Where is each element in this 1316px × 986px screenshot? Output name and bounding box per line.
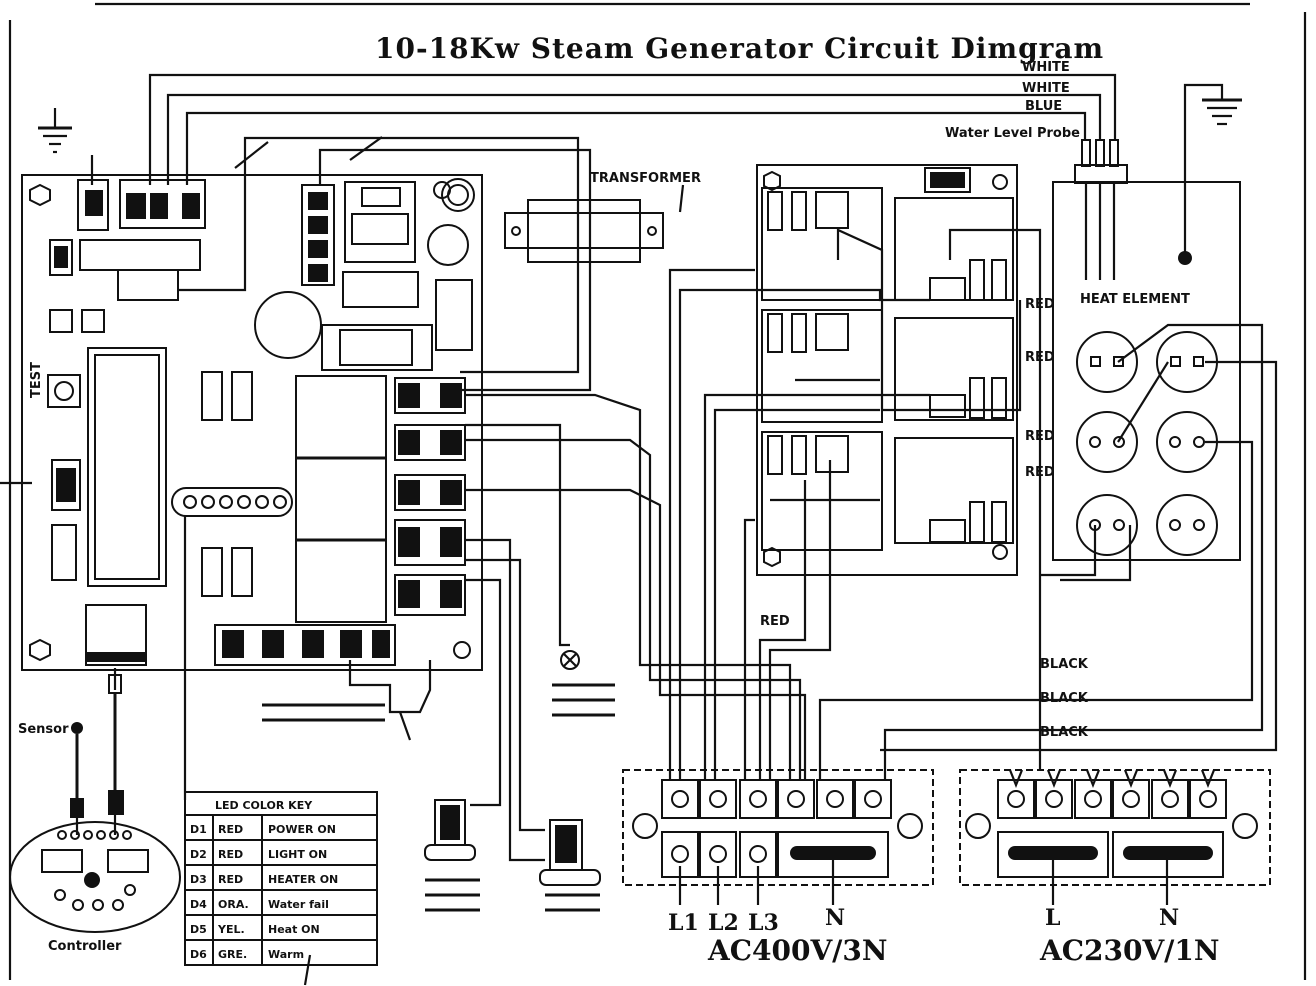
label-controller: Controller (48, 939, 122, 954)
label-sensor: Sensor (18, 722, 69, 737)
sensor-probe (70, 668, 124, 835)
label-black-3: BLACK (1040, 725, 1089, 740)
transformer (504, 184, 685, 263)
led-row-6-id: D6 (190, 948, 207, 961)
led-row-5-color: YEL. (217, 923, 245, 936)
terminal-block-400v (622, 769, 934, 905)
led-table (184, 791, 378, 986)
led-row-6-meaning: Warm (268, 948, 304, 961)
probe-wires (90, 73, 1117, 392)
led-row-4-color: ORA. (218, 898, 249, 911)
terminal-l-230: L (1045, 905, 1060, 931)
led-row-6-color: GRE. (218, 948, 247, 961)
terminal-l3: L3 (748, 910, 779, 936)
pump-switch (262, 660, 432, 741)
led-row-4-meaning: Water fail (268, 898, 329, 911)
water-level-probe (1074, 139, 1128, 280)
led-row-3-color: RED (218, 873, 243, 886)
led-row-4-id: D4 (190, 898, 207, 911)
diagram-title: 10-18Kw Steam Generator Circuit Dimgram (375, 32, 1104, 65)
outer-frame (8, 2, 1307, 980)
controller (9, 515, 187, 933)
led-row-1-id: D1 (190, 823, 207, 836)
label-heat-element: HEAT ELEMENT (1080, 292, 1190, 307)
led-row-3-meaning: HEATER ON (268, 873, 338, 886)
led-row-2-color: RED (218, 848, 243, 861)
label-white-1: WHITE (1022, 60, 1070, 75)
label-black-2: BLACK (1040, 691, 1089, 706)
relay-board (756, 164, 1018, 576)
caption-ac400v: AC400V/3N (707, 934, 887, 967)
solenoid-valve-1 (424, 799, 480, 912)
terminal-n-400: N (825, 905, 845, 931)
ground-symbol-right (1183, 83, 1242, 255)
solenoid-valve-2 (539, 819, 601, 912)
label-red-relay: RED (760, 614, 790, 629)
terminal-l1: L1 (668, 910, 699, 936)
label-black-1: BLACK (1040, 657, 1089, 672)
label-transformer: TRANSFORMER (590, 171, 701, 186)
control-board: TEST (21, 174, 483, 671)
led-row-1-color: RED (218, 823, 243, 836)
terminal-n-230: N (1159, 905, 1179, 931)
terminal-block-230v (959, 769, 1271, 905)
caption-ac230v: AC230V/1N (1039, 934, 1219, 967)
label-blue: BLUE (1025, 99, 1062, 114)
label-white-2: WHITE (1022, 81, 1070, 96)
led-table-header: LED COLOR KEY (215, 799, 313, 812)
relay-wires (465, 228, 1042, 862)
lamp-symbol (465, 423, 615, 717)
label-test: TEST (29, 362, 44, 398)
led-row-5-meaning: Heat ON (268, 923, 320, 936)
heat-element-box (818, 181, 1278, 780)
led-row-2-id: D2 (190, 848, 207, 861)
led-row-2-meaning: LIGHT ON (268, 848, 327, 861)
led-row-5-id: D5 (190, 923, 207, 936)
ground-symbol-left (38, 108, 72, 154)
label-water-level-probe: Water Level Probe (945, 126, 1080, 141)
terminal-l2: L2 (708, 910, 739, 936)
led-row-1-meaning: POWER ON (268, 823, 336, 836)
led-row-3-id: D3 (190, 873, 207, 886)
